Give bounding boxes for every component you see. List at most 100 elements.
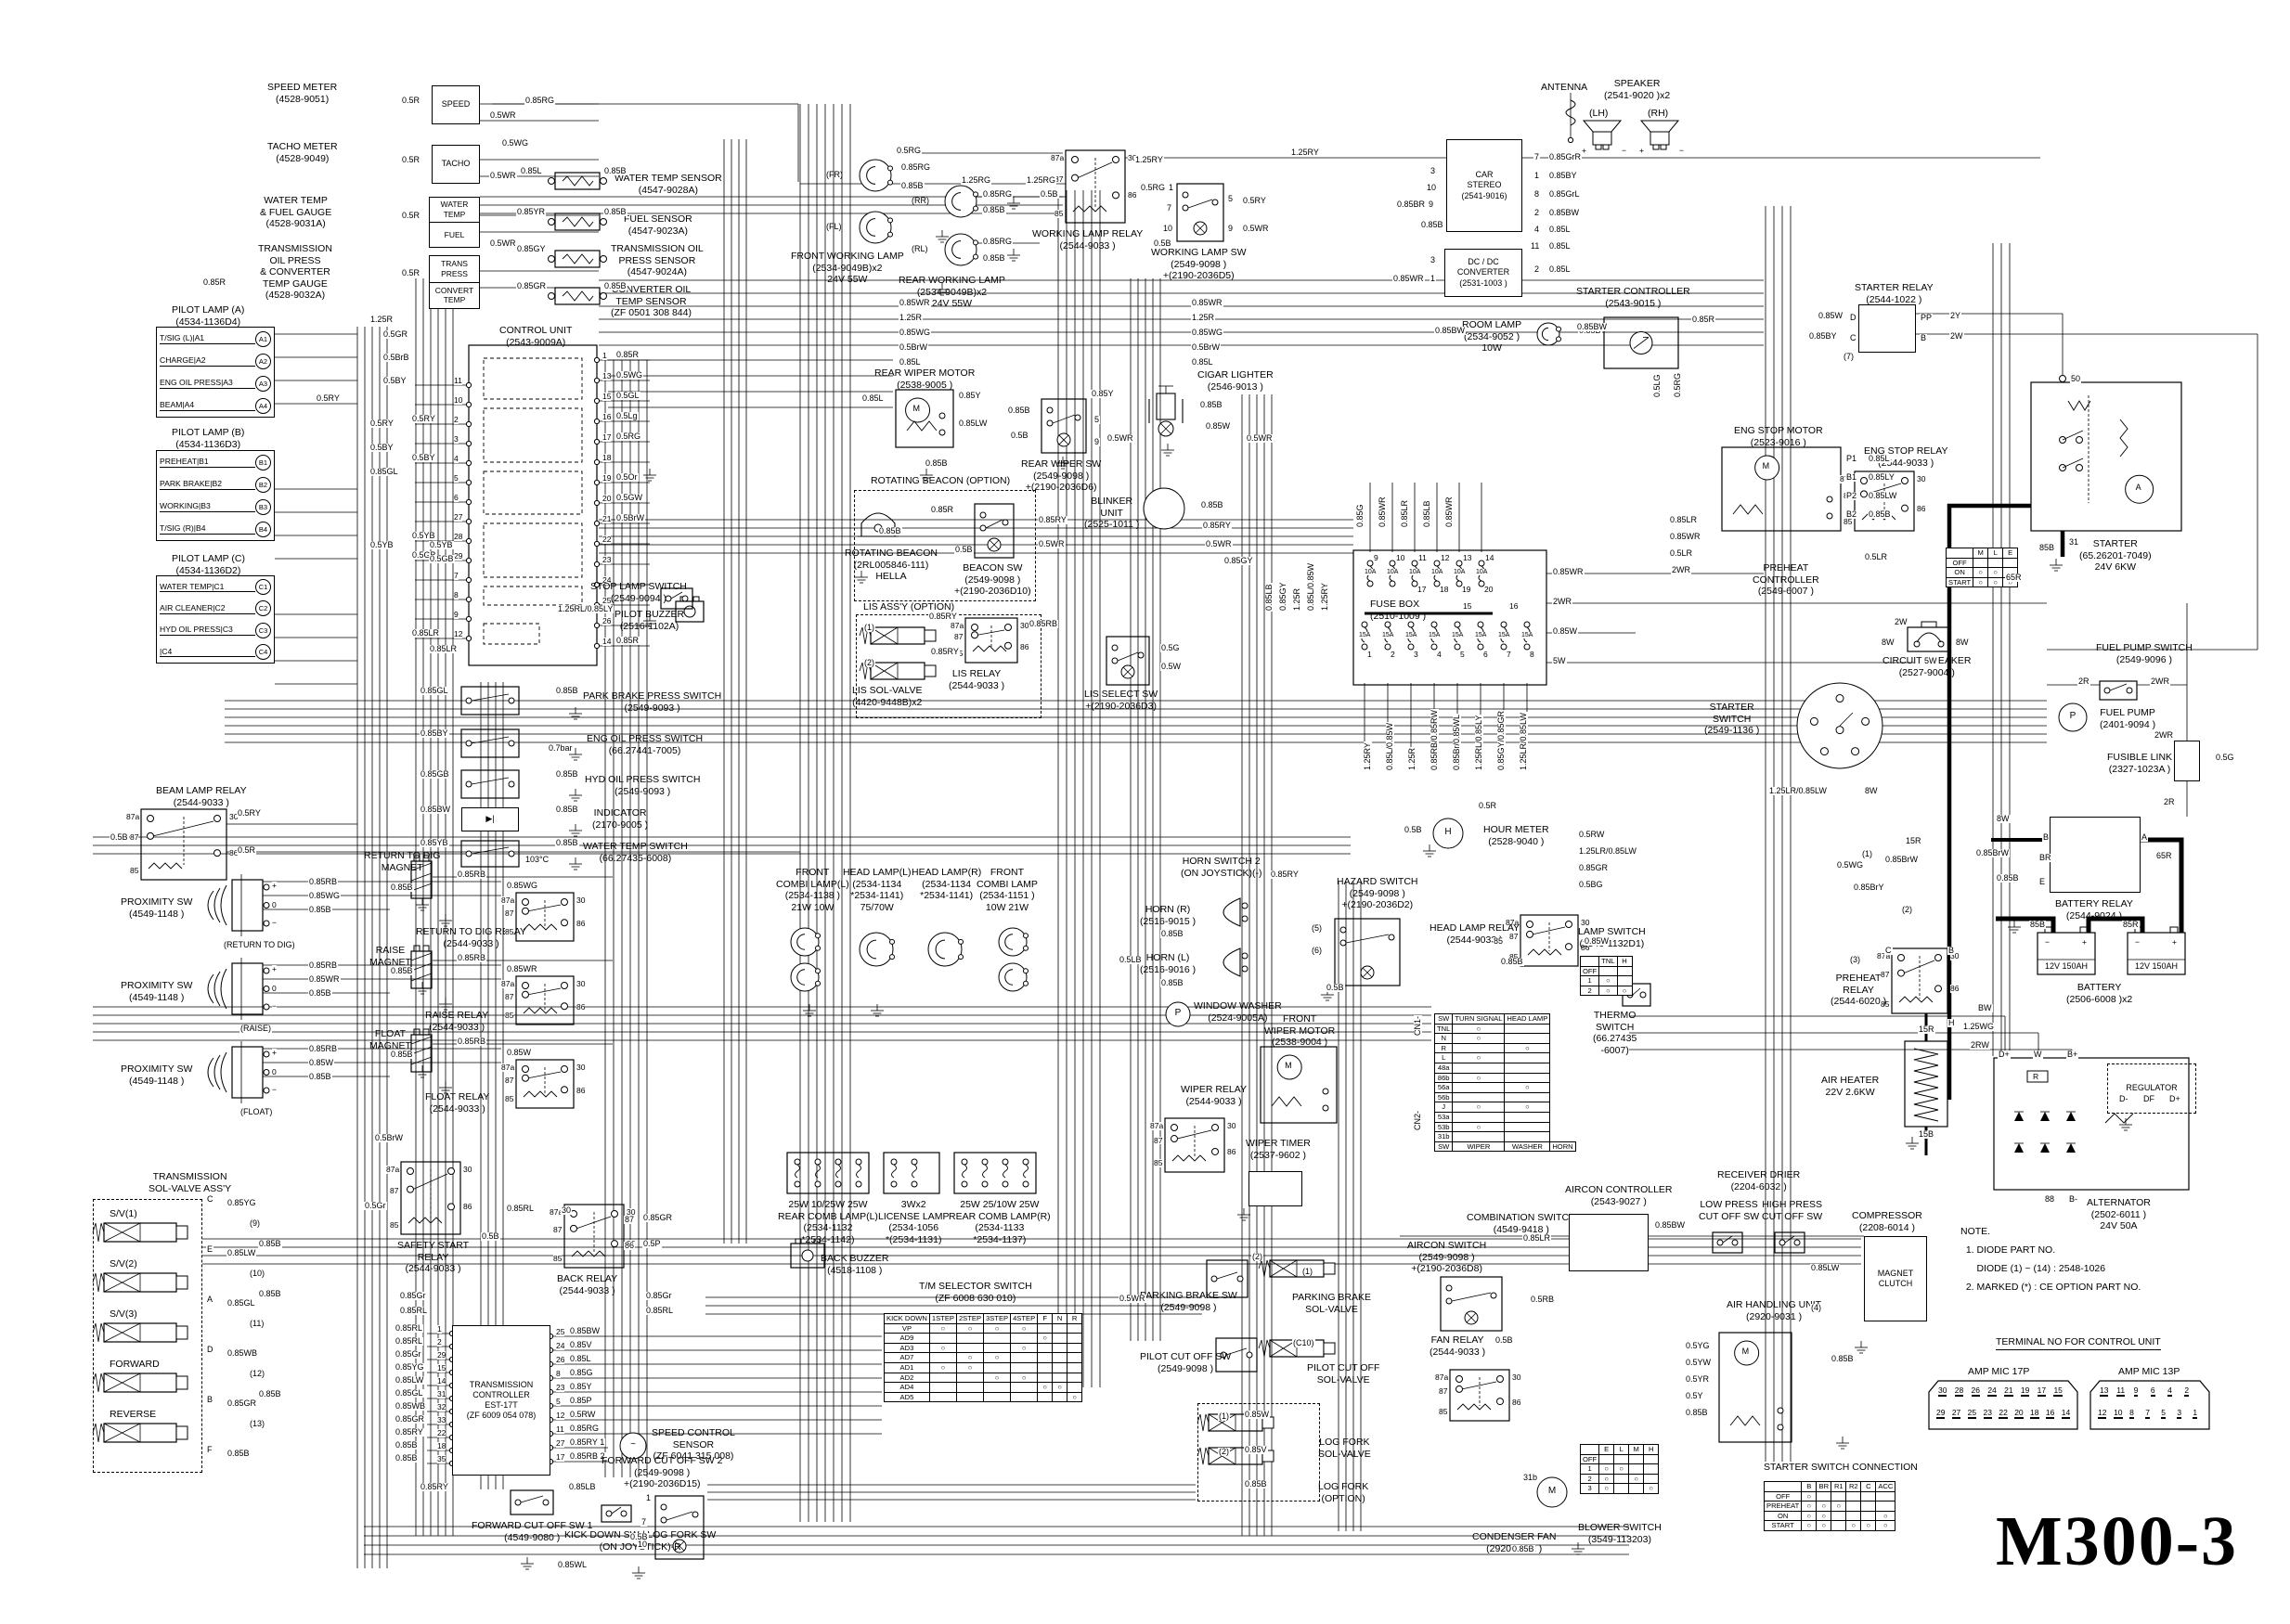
table-cell: ○ [928, 1322, 957, 1334]
text-line: AIR HEATER [1821, 1075, 1880, 1086]
pilot-lamp-label: |C4 [160, 647, 255, 658]
wire-label: 1.25R [1191, 313, 1216, 322]
wire-label: 0.85BY [1808, 331, 1838, 341]
text-line: WATER TEMP SWITCH [583, 841, 688, 852]
table-row-label: OFF [1579, 1453, 1600, 1465]
table-cell: ○ [983, 1352, 1012, 1363]
back-buzzer-label: BACK BUZZER(4518-1108 ) [821, 1253, 889, 1276]
text-line: (4549-1148 ) [129, 991, 185, 1003]
tcu-right-pins-wire: 0.85Y [569, 1382, 593, 1391]
text-line: (ON JOYSTICK)(-) [1181, 867, 1262, 879]
relay-pin: 86 [1128, 189, 1137, 200]
table-foot: WASHER [1504, 1141, 1551, 1153]
text-line: (2544-6020 ) [1831, 996, 1887, 1008]
wire-label: 65R [2005, 573, 2023, 582]
lis-relay-label: LIS RELAY(2544-9033 ) [949, 668, 1004, 691]
wire-label: BR [2038, 853, 2052, 862]
text-line: (4549-9080 ) [504, 1531, 561, 1543]
table-cell [1504, 1033, 1551, 1044]
wire-label: 0.85B [603, 207, 627, 216]
conn-pin: 26 [1971, 1386, 1981, 1397]
table-cell [928, 1333, 957, 1344]
wire-label: 0.85B [390, 966, 414, 975]
pilot-c-label: PILOT LAMP (C)(4534-1136D2) [172, 553, 245, 576]
pilot-lamp-bulb: C2 [255, 600, 271, 617]
table-header: M [1973, 548, 1989, 559]
wire-label: (2) [1901, 905, 1913, 914]
table-row-label: ON [1763, 1510, 1803, 1522]
wire-label: (RETURN TO DIG) [223, 940, 296, 949]
tcu-right-pins-wire: 0.85L [569, 1354, 592, 1363]
relay-pin: 30 [627, 1207, 636, 1217]
table-cell [1452, 1111, 1506, 1123]
table-cell [1875, 1490, 1896, 1502]
table-cell [1067, 1361, 1083, 1373]
conn-pin: 19 [2020, 1386, 2030, 1397]
wire-label: 30 [561, 1205, 573, 1215]
text-line: BLOWER SWITCH [1578, 1522, 1662, 1533]
prox-minus: − [272, 1001, 277, 1011]
wire-label: 0.85BY [1548, 171, 1578, 180]
table-row-label: 48a [1433, 1062, 1454, 1074]
gauge-cell: TRANS PRESS [441, 259, 468, 278]
table-cell: ○ [1987, 576, 2004, 588]
tcu-left-pins-wire: 0.85B [395, 1453, 419, 1463]
wire-label: 0.85B [1160, 929, 1184, 938]
conn-pin: 18 [2030, 1408, 2039, 1419]
fuse-sub: 20 [1484, 585, 1494, 594]
table-cell [1052, 1333, 1068, 1344]
table-header: 2STEP [955, 1313, 985, 1324]
text-line: SPEED METER [267, 82, 338, 93]
wire-label: 0.85GrR [1548, 152, 1583, 161]
wire-label: (5) [1311, 923, 1323, 933]
text-line: (2549-9098 ) [1349, 887, 1405, 899]
text-line: LIS SOL-VALVE [852, 685, 923, 696]
wire-label: 0.85B [603, 281, 627, 290]
table-header [1945, 548, 1974, 559]
wire-label: 2WR [2154, 730, 2174, 740]
relay-pin: 86 [1917, 503, 1926, 513]
wire-label: 0.85R [1691, 315, 1716, 324]
fuse-amp: 15A [1452, 632, 1464, 638]
wire-label: 0.5RY [316, 393, 341, 403]
text-line: (2549-9094 ) [610, 592, 666, 604]
hour-meter-label: HOUR METER(2528-9040 ) [1483, 824, 1549, 847]
wire-label: 8W [1864, 786, 1879, 795]
table-cell: ○ [1504, 1042, 1551, 1054]
wire-label: 0.85B [555, 838, 579, 847]
text-line: MAGNET [1877, 1268, 1914, 1278]
table-header [1579, 956, 1600, 967]
text-line: (4547-9028A) [638, 184, 698, 196]
table-row-label: TNL [1433, 1023, 1454, 1035]
beacon-label: ROTATING BEACON(2RL005846-111)HELLA [845, 548, 938, 583]
wire-label: 0.85RG [982, 189, 1014, 199]
wire-label: 3 [1430, 255, 1437, 264]
text-line: (2549-9093 ) [624, 702, 680, 714]
text-line: HELLA [875, 571, 907, 583]
wire-label: 8W [1996, 814, 2011, 823]
table-cell [1875, 1501, 1896, 1512]
wire-label: 0.85LR [429, 644, 459, 653]
text-line: (2549-6007 ) [1757, 586, 1814, 598]
wire-label: 1.25R [1407, 746, 1417, 771]
text-line: (2534-9052 ) [1464, 330, 1520, 342]
reverse-label: REVERSE [110, 1409, 156, 1421]
text-line: FRONT [990, 867, 1025, 878]
fuse-amp: 15A [1405, 632, 1417, 638]
text-line: BACK RELAY [557, 1273, 618, 1284]
table-cell: ○ [1598, 1463, 1615, 1475]
wire-label: 50 [2070, 374, 2082, 383]
window-washer-label: WINDOW WASHER(2524-9005A) [1194, 1000, 1282, 1024]
wire-label: 0.5RY [237, 808, 262, 818]
wire-label: 0.85RG [982, 237, 1014, 246]
cu-left-pins-num: 3 [454, 434, 459, 444]
text-line: (2531-1003 ) [1459, 277, 1507, 288]
wire-label: 2WR [2150, 677, 2170, 686]
